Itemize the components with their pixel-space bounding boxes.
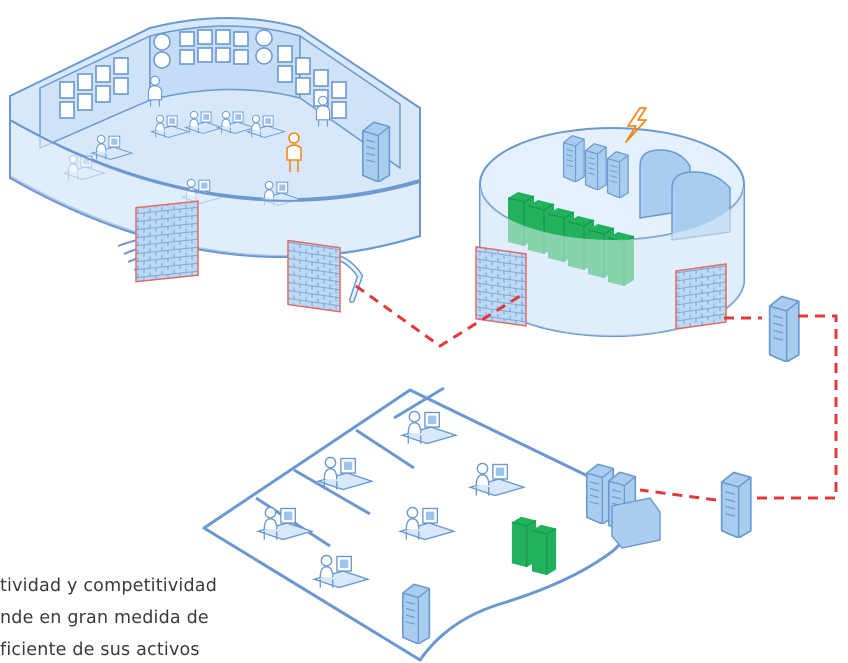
office-floor [202, 386, 661, 662]
firewall-icon [135, 200, 199, 283]
firewall-icon [675, 263, 727, 330]
firewall-icon [475, 246, 527, 327]
server-rack-icon [584, 143, 607, 190]
firewall-icon [287, 239, 341, 313]
server-rack-icon [606, 151, 629, 198]
server-cluster-icon [586, 463, 661, 549]
caption-line-3: ficiente de sus activos [0, 640, 200, 660]
wall-monitors-right [277, 45, 347, 119]
control-room [9, 17, 421, 313]
server-tower-icon [402, 583, 431, 644]
server-rack-icon [562, 135, 585, 182]
server-tower-icon [768, 295, 800, 362]
lightning-icon [625, 107, 647, 143]
secure-links [355, 284, 838, 502]
caption-line-2: nde en gran medida de [0, 608, 209, 628]
wall-monitors-left [59, 57, 129, 119]
clock-icon [153, 29, 273, 69]
caption-line-1: tividad y competitividad [0, 576, 218, 596]
server-tower-icon [720, 471, 752, 538]
green-server-icon [531, 524, 557, 576]
person-alert-icon [286, 132, 302, 172]
wall-monitors-center [179, 29, 249, 65]
server-tower-icon [362, 121, 391, 182]
datacenter [475, 107, 745, 337]
